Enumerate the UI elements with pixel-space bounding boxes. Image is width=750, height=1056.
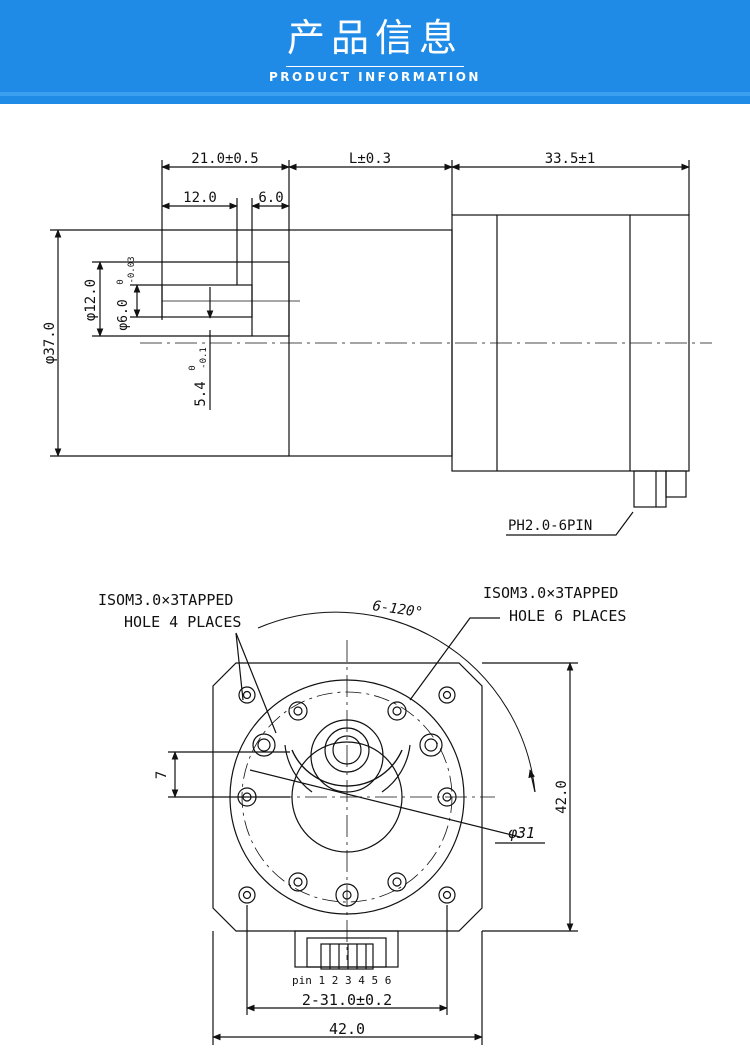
note-left-line2: HOLE 4 PLACES (124, 613, 241, 631)
dim-flange-step: 6.0 (258, 190, 283, 206)
connector-label: PH2.0-6PIN (508, 518, 592, 534)
dim-body-diameter: φ37.0 (42, 322, 58, 364)
angle-label: 6-120° (371, 598, 423, 621)
shaft-tol-lower: -0.03 (127, 256, 137, 283)
offset-label: 7 (154, 771, 170, 779)
title-divider (286, 66, 464, 67)
banner-accent-line (0, 92, 750, 96)
height-label: 42.0 (554, 780, 570, 814)
pin-label: pin 1 2 3 4 5 6 (292, 974, 391, 987)
width-label: 42.0 (329, 1020, 365, 1038)
pcd-label: φ31 (508, 824, 535, 842)
flat-tol-upper: 0 (188, 365, 198, 370)
hole-spacing-label: 2-31.0±0.2 (302, 991, 392, 1009)
dim-gearbox-length: L±0.3 (349, 151, 391, 167)
dim-shaft-length: 12.0 (183, 190, 217, 206)
shaft-tol-upper: 0 (116, 279, 126, 284)
dim-motor-length: 33.5±1 (545, 151, 596, 167)
page-subtitle: PRODUCT INFORMATION (269, 70, 481, 84)
dim-boss-diameter: φ12.0 (83, 279, 99, 321)
note-right-line1: ISOM3.0×3TAPPED (483, 584, 618, 602)
flat-tol-lower: -0.1 (199, 347, 209, 369)
dim-output-length: 21.0±0.5 (191, 151, 258, 167)
dim-shaft-diameter: φ6.0 (116, 299, 131, 330)
page-title: 产品信息 (286, 16, 463, 60)
front-view (168, 611, 578, 1045)
dim-flat: 5.4 (193, 381, 209, 406)
note-left-line1: ISOM3.0×3TAPPED (98, 591, 233, 609)
header-banner: 产品信息 PRODUCT INFORMATION (0, 0, 750, 104)
side-view (50, 160, 712, 536)
note-right-line2: HOLE 6 PLACES (509, 607, 626, 625)
